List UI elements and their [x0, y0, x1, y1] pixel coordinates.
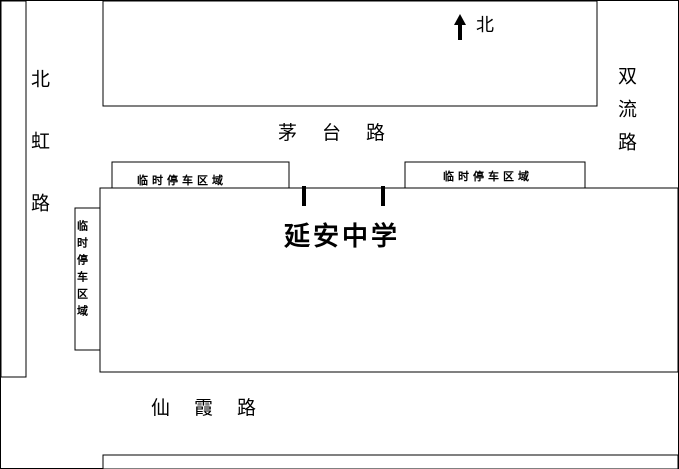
parking-box-left-side: [74, 207, 101, 351]
parking-label-right-top: 临时停车区域: [443, 169, 533, 183]
school-block: [99, 187, 679, 373]
road-label-beihong: 北虹路: [28, 69, 50, 255]
road-label-shuangliu: 双流路: [615, 66, 637, 165]
road-label-maotai: 茅台路: [278, 122, 410, 144]
parking-box-left-top: [111, 161, 290, 189]
north-arrow-icon: [454, 14, 466, 40]
west-edge-block: [0, 0, 27, 378]
south-block: [102, 454, 679, 469]
parking-label-left-side: 临时停车区域: [76, 219, 89, 322]
gate-marker-right: [381, 186, 385, 206]
parking-box-right-top: [404, 161, 586, 189]
road-label-xianxia: 仙霞路: [151, 397, 280, 419]
north-block: [102, 0, 598, 107]
gate-marker-left: [302, 186, 306, 206]
compass-label: 北: [476, 15, 494, 36]
school-name: 延安中学: [283, 221, 400, 252]
parking-label-left-top: 临时停车区域: [137, 173, 227, 187]
